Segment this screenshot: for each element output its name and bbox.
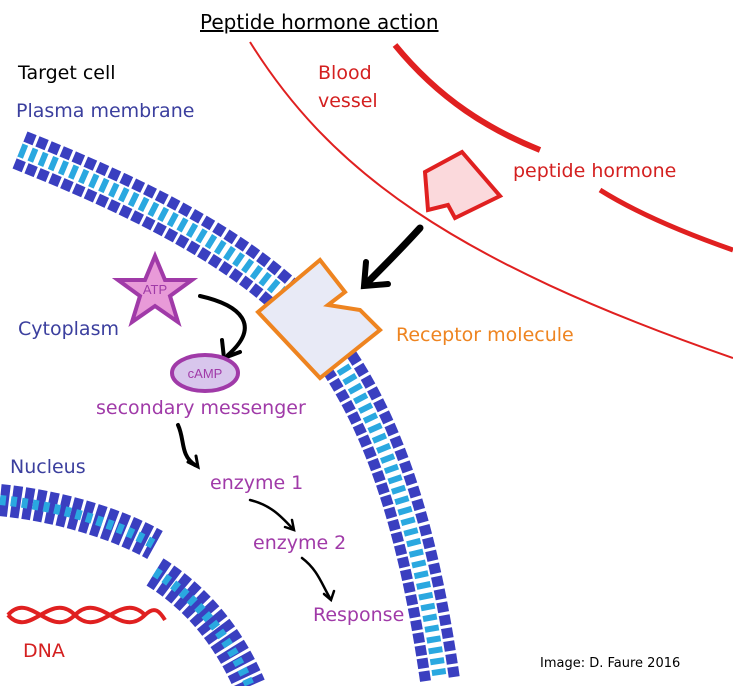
nucleus-label: Nucleus xyxy=(10,456,86,478)
atp-star xyxy=(111,250,199,327)
arrow-enzyme2-to-response xyxy=(300,556,332,600)
atp-label: ATP xyxy=(143,282,167,297)
arrow-enzyme1-to-enzyme2 xyxy=(248,498,294,530)
blood-vessel-label-2: vessel xyxy=(318,90,378,112)
arrow-hormone-to-receptor xyxy=(364,224,424,286)
arrow-atp-to-camp xyxy=(198,294,247,357)
target-cell-label: Target cell xyxy=(18,62,116,84)
arrow-camp-to-enzyme1 xyxy=(176,423,197,467)
page-title: Peptide hormone action xyxy=(200,10,439,34)
peptide-hormone-shape xyxy=(422,149,504,221)
blood-vessel-wall-thick-2 xyxy=(598,187,733,253)
blood-vessel-wall-thick-1 xyxy=(392,43,542,153)
enzyme2-label: enzyme 2 xyxy=(253,532,347,554)
camp-ellipse xyxy=(170,353,240,393)
image-credit: Image: D. Faure 2016 xyxy=(540,656,681,671)
response-label: Response xyxy=(313,604,405,626)
receptor-molecule xyxy=(255,257,383,381)
dna-helix xyxy=(6,605,167,625)
cytoplasm-label: Cytoplasm xyxy=(18,318,119,340)
receptor-label: Receptor molecule xyxy=(396,324,574,346)
blood-vessel-label-1: Blood xyxy=(318,62,372,84)
plasma-membrane-label: Plasma membrane xyxy=(16,100,195,122)
secondary-messenger-label: secondary messenger xyxy=(96,397,306,419)
enzyme1-label: enzyme 1 xyxy=(210,472,304,494)
peptide-hormone-label: peptide hormone xyxy=(513,160,677,182)
dna-label: DNA xyxy=(23,640,65,662)
nuclear-membrane xyxy=(0,484,265,686)
camp-label: cAMP xyxy=(188,366,223,381)
blood-vessel-wall-thin xyxy=(249,41,733,359)
